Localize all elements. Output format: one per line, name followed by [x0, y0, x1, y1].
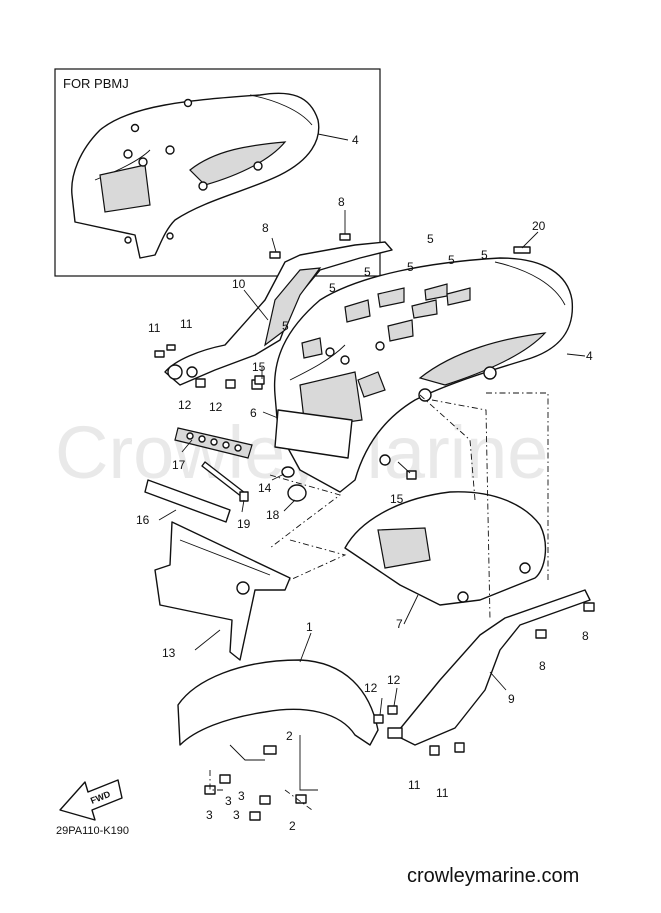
- callout-5-e: 5: [407, 260, 414, 274]
- callout-8-right: 8: [582, 629, 589, 643]
- callout-11-left: 11: [148, 321, 161, 335]
- callout-3-b: 3: [238, 789, 245, 803]
- callout-6: 6: [250, 406, 257, 420]
- callout-numbers: 20 4 8 8 8 8 10 11 11 11 11 12 12 12 12 …: [136, 195, 593, 833]
- callout-11-lower-right: 11: [436, 786, 449, 800]
- callout-11-right: 11: [180, 317, 193, 331]
- callout-5-d: 5: [364, 265, 371, 279]
- callout-19: 19: [237, 517, 251, 531]
- bar-part-16: [144, 479, 231, 523]
- callout-3-a: 3: [225, 794, 232, 808]
- inset-border: [54, 68, 381, 277]
- callout-12-right: 12: [209, 400, 223, 414]
- callout-11-lower-left: 11: [408, 778, 421, 792]
- callout-3-c: 3: [206, 808, 213, 822]
- callout-4: 4: [586, 349, 593, 363]
- inset-rear-fender: [71, 92, 320, 259]
- forward-arrow: FWD: [59, 779, 123, 821]
- leader-lines: [158, 210, 586, 716]
- callout-3-d: 3: [233, 808, 240, 822]
- callout-8-lower: 8: [539, 659, 546, 673]
- callout-15-upper: 15: [252, 360, 266, 374]
- callout-1: 1: [306, 620, 313, 634]
- callout-2-upper: 2: [286, 729, 293, 743]
- inset-callout-4: 4: [352, 133, 359, 147]
- inner-fender-part-7: [344, 491, 547, 606]
- grommet-part-18: [287, 484, 307, 502]
- diagram-code: 29PA110-K190: [56, 825, 129, 837]
- strip-part-17: [174, 427, 253, 459]
- callout-8-upper: 8: [338, 195, 345, 209]
- bracket-part-10: [164, 241, 393, 386]
- callout-5-c: 5: [448, 253, 455, 267]
- callout-12-lower-left: 12: [364, 681, 378, 695]
- callout-10: 10: [232, 277, 246, 291]
- callout-5-f: 5: [329, 281, 336, 295]
- callout-15-lower: 15: [390, 492, 404, 506]
- callout-17: 17: [172, 458, 186, 472]
- callout-5-g: 5: [282, 319, 289, 333]
- grommet-part-14: [281, 466, 295, 478]
- rear-stay-part-9: [387, 589, 591, 746]
- lower-fasteners: [204, 246, 595, 821]
- inset-title: FOR PBMJ: [63, 76, 129, 91]
- inset-panel: FOR PBMJ 4: [54, 68, 381, 277]
- callout-2-lower: 2: [289, 819, 296, 833]
- callout-12-lower-right: 12: [387, 673, 401, 687]
- callout-20: 20: [532, 219, 546, 233]
- callout-5-b: 5: [481, 248, 488, 262]
- callout-12-left: 12: [178, 398, 192, 412]
- callout-14: 14: [258, 481, 272, 495]
- callout-13: 13: [162, 646, 176, 660]
- plate-part-6: [274, 409, 353, 459]
- footer-url: crowleymarine.com: [407, 865, 579, 887]
- callout-8-upper-left: 8: [262, 221, 269, 235]
- license-bracket-part-13: [154, 521, 291, 661]
- callout-7: 7: [396, 617, 403, 631]
- callout-18: 18: [266, 508, 280, 522]
- callout-16: 16: [136, 513, 150, 527]
- front-fender-part-1: [177, 659, 379, 791]
- inset-leader: [317, 133, 349, 141]
- callout-9: 9: [508, 692, 515, 706]
- callout-5-a: 5: [427, 232, 434, 246]
- assembly-lines: [209, 392, 549, 811]
